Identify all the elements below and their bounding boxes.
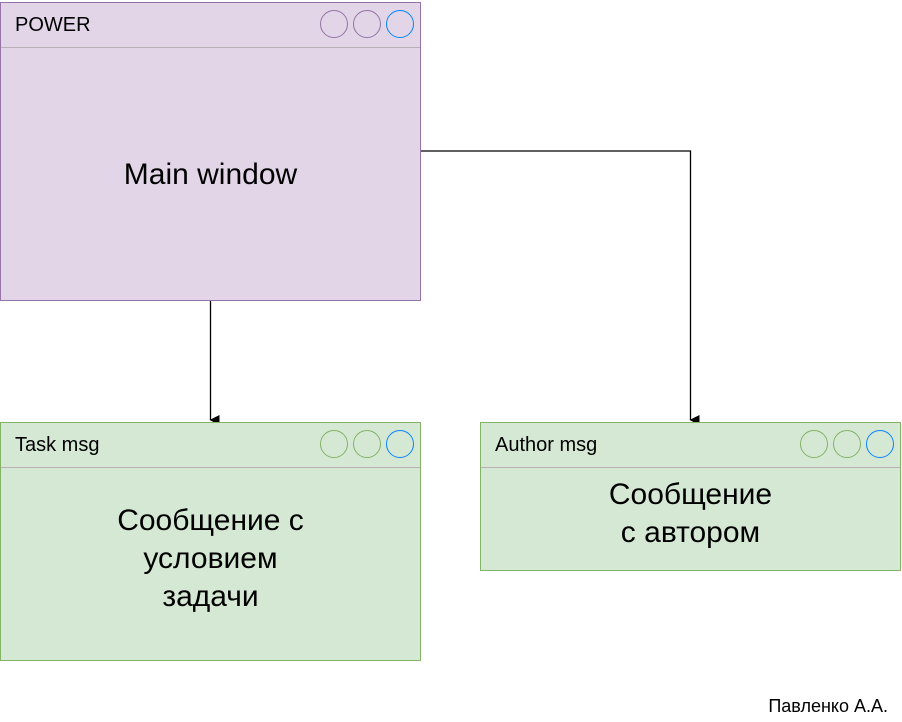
author-msg-body: Сообщение с автором bbox=[608, 478, 773, 549]
minimize-icon[interactable] bbox=[320, 10, 348, 38]
author-msg-window[interactable]: Author msg Сообщение с автором bbox=[480, 422, 901, 571]
author-msg-title: Author msg bbox=[495, 434, 598, 456]
main-window-titlebar[interactable]: POWER bbox=[1, 3, 420, 48]
maximize-icon[interactable] bbox=[353, 10, 381, 38]
task-msg-titlebar[interactable]: Task msg bbox=[1, 423, 420, 468]
task-msg-body: Сообщение с условием задачи bbox=[117, 504, 304, 613]
main-window[interactable]: POWER Main window bbox=[0, 2, 421, 301]
task-msg-title: Task msg bbox=[15, 434, 100, 456]
close-icon[interactable] bbox=[866, 430, 894, 458]
maximize-icon[interactable] bbox=[833, 430, 861, 458]
minimize-icon[interactable] bbox=[800, 430, 828, 458]
author-credit: Павленко А.А. bbox=[768, 696, 888, 716]
maximize-icon[interactable] bbox=[353, 430, 381, 458]
close-icon[interactable] bbox=[386, 10, 414, 38]
minimize-icon[interactable] bbox=[320, 430, 348, 458]
main-window-title: POWER bbox=[15, 14, 91, 36]
task-msg-window[interactable]: Task msg Сообщение с условием задачи bbox=[0, 422, 421, 661]
connector-main-to-author bbox=[421, 150, 700, 425]
author-msg-titlebar[interactable]: Author msg bbox=[481, 423, 900, 468]
main-window-body: Main window bbox=[123, 158, 298, 191]
close-icon[interactable] bbox=[386, 430, 414, 458]
